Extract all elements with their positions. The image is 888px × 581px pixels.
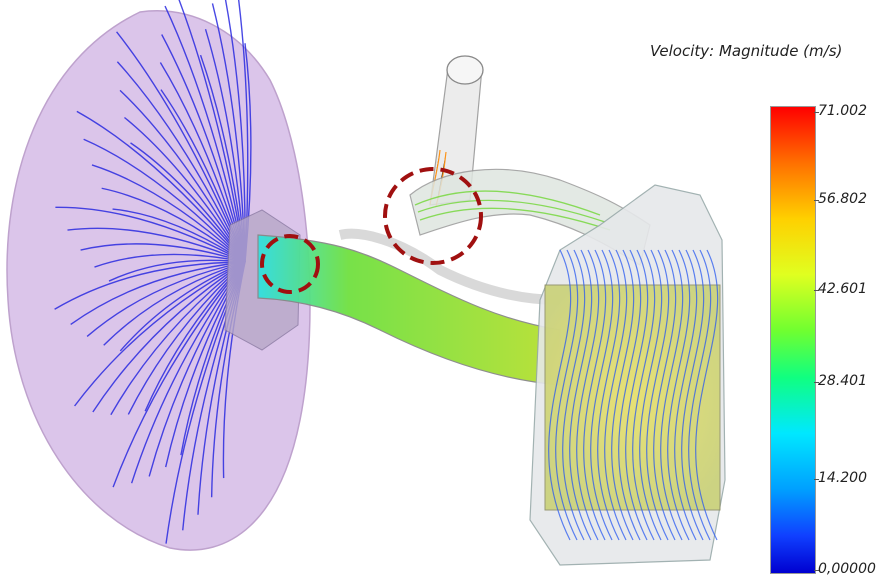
tick-mark — [814, 382, 819, 383]
tick-mark — [814, 112, 819, 113]
filter-core — [544, 284, 721, 511]
tick-mark — [814, 570, 819, 571]
legend-title: Velocity: Magnitude (m/s) — [650, 42, 843, 60]
pipe-outline — [338, 228, 561, 305]
tick-label-2: 56.802 — [818, 191, 867, 207]
tube-opening — [446, 55, 484, 85]
highlight-circle-tube — [383, 167, 483, 265]
tick-mark — [814, 200, 819, 201]
tick-label-5: 14.200 — [818, 470, 867, 486]
tick-label-4: 28.401 — [818, 373, 867, 389]
tick-label-max: 71.002 — [818, 103, 867, 119]
housing-streamlines — [548, 249, 719, 541]
velocity-colorbar — [770, 106, 816, 574]
tick-mark — [814, 479, 819, 480]
highlight-circle-inlet — [260, 234, 320, 294]
tick-mark — [814, 290, 819, 291]
tick-label-min: 0,00000 — [818, 561, 876, 577]
tick-label-3: 42.601 — [818, 281, 867, 297]
